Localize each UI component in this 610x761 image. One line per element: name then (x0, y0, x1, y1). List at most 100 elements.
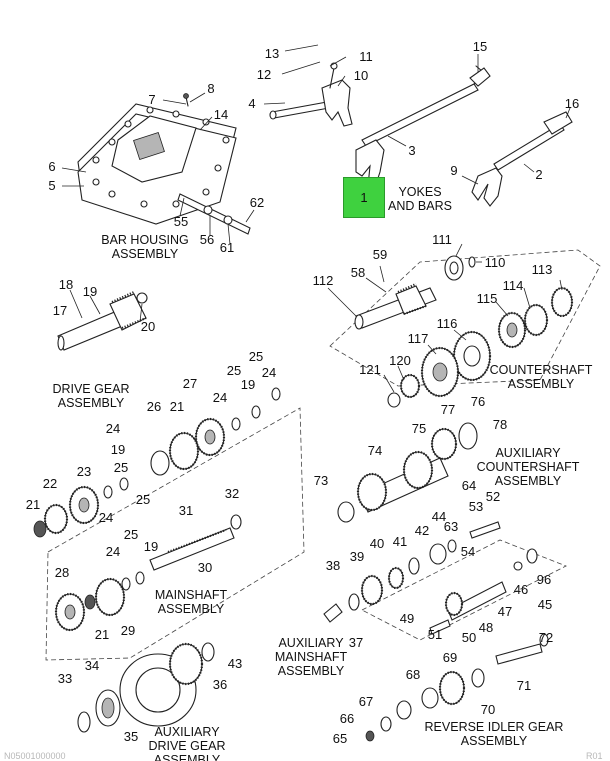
callout-36[interactable]: 36 (212, 677, 228, 692)
callout-37[interactable]: 37 (348, 635, 364, 650)
callout-115[interactable]: 115 (476, 291, 498, 306)
callout-46[interactable]: 46 (513, 582, 529, 597)
callout-69[interactable]: 69 (442, 650, 458, 665)
callout-25a[interactable]: 25 (248, 349, 264, 364)
callout-11[interactable]: 11 (359, 49, 373, 64)
callout-43[interactable]: 43 (227, 656, 243, 671)
callout-2[interactable]: 2 (535, 167, 543, 182)
callout-28[interactable]: 28 (54, 565, 70, 580)
callout-25c[interactable]: 25 (113, 460, 129, 475)
callout-77[interactable]: 77 (440, 402, 456, 417)
callout-54[interactable]: 54 (460, 544, 476, 559)
callout-117[interactable]: 117 (407, 331, 429, 346)
callout-71[interactable]: 71 (516, 678, 532, 693)
callout-66[interactable]: 66 (339, 711, 355, 726)
callout-19c[interactable]: 19 (110, 442, 126, 457)
callout-78[interactable]: 78 (492, 417, 508, 432)
callout-16[interactable]: 16 (564, 96, 580, 111)
callout-39[interactable]: 39 (349, 549, 365, 564)
callout-120[interactable]: 120 (389, 353, 411, 368)
callout-14[interactable]: 14 (213, 107, 229, 122)
callout-52[interactable]: 52 (485, 489, 501, 504)
callout-67[interactable]: 67 (358, 694, 374, 709)
callout-111[interactable]: 111 (432, 232, 452, 247)
callout-18[interactable]: 18 (58, 277, 74, 292)
callout-96[interactable]: 96 (536, 572, 552, 587)
callout-19d[interactable]: 19 (143, 539, 159, 554)
callout-35[interactable]: 35 (123, 729, 139, 744)
callout-20[interactable]: 20 (140, 319, 156, 334)
callout-44[interactable]: 44 (431, 509, 447, 524)
callout-58[interactable]: 58 (350, 265, 366, 280)
callout-50[interactable]: 50 (461, 630, 477, 645)
callout-6[interactable]: 6 (48, 159, 56, 174)
callout-9[interactable]: 9 (450, 163, 458, 178)
callout-48[interactable]: 48 (478, 620, 494, 635)
callout-41[interactable]: 41 (392, 534, 408, 549)
callout-25b[interactable]: 25 (226, 363, 242, 378)
callout-53[interactable]: 53 (468, 499, 484, 514)
callout-49[interactable]: 49 (399, 611, 415, 626)
callout-33[interactable]: 33 (57, 671, 73, 686)
callout-55[interactable]: 55 (173, 214, 189, 229)
callout-34[interactable]: 34 (84, 658, 100, 673)
callout-74[interactable]: 74 (367, 443, 383, 458)
callout-8[interactable]: 8 (207, 81, 215, 96)
callout-112[interactable]: 112 (312, 273, 334, 288)
callout-23[interactable]: 23 (76, 464, 92, 479)
callout-30[interactable]: 30 (197, 560, 213, 575)
callout-31[interactable]: 31 (178, 503, 194, 518)
callout-22[interactable]: 22 (42, 476, 58, 491)
callout-19[interactable]: 19 (82, 284, 98, 299)
callout-116[interactable]: 116 (436, 316, 458, 331)
callout-121[interactable]: 121 (359, 362, 381, 377)
callout-110[interactable]: 110 (484, 255, 506, 270)
callout-21b[interactable]: 21 (25, 497, 41, 512)
callout-63[interactable]: 63 (443, 519, 459, 534)
callout-72[interactable]: 72 (538, 630, 554, 645)
callout-12[interactable]: 12 (256, 67, 272, 82)
callout-113[interactable]: 113 (531, 262, 553, 277)
callout-64[interactable]: 64 (461, 478, 477, 493)
callout-25d[interactable]: 25 (135, 492, 151, 507)
callout-40[interactable]: 40 (369, 536, 385, 551)
callout-21a[interactable]: 21 (169, 399, 185, 414)
callout-42[interactable]: 42 (414, 523, 430, 538)
callout-38[interactable]: 38 (325, 558, 341, 573)
callout-25e[interactable]: 25 (123, 527, 139, 542)
callout-24b[interactable]: 24 (212, 390, 228, 405)
callout-24d[interactable]: 24 (98, 510, 114, 525)
callout-21c[interactable]: 21 (94, 627, 110, 642)
callout-76[interactable]: 76 (470, 394, 486, 409)
callout-13[interactable]: 13 (264, 46, 280, 61)
callout-73[interactable]: 73 (313, 473, 329, 488)
callout-15[interactable]: 15 (472, 39, 488, 54)
callout-47[interactable]: 47 (497, 604, 513, 619)
callout-68[interactable]: 68 (405, 667, 421, 682)
callout-61[interactable]: 61 (219, 240, 235, 255)
callout-32[interactable]: 32 (224, 486, 240, 501)
callout-62[interactable]: 62 (249, 195, 265, 210)
callout-5[interactable]: 5 (48, 178, 56, 193)
callout-24e[interactable]: 24 (105, 544, 121, 559)
callout-3[interactable]: 3 (408, 143, 416, 158)
callout-17[interactable]: 17 (52, 303, 68, 318)
callout-24a[interactable]: 24 (261, 365, 277, 380)
callout-114[interactable]: 114 (502, 278, 524, 293)
callout-51[interactable]: 51 (427, 627, 443, 642)
callout-29[interactable]: 29 (120, 623, 136, 638)
callout-26[interactable]: 26 (146, 399, 162, 414)
callout-7[interactable]: 7 (148, 92, 156, 107)
callout-56[interactable]: 56 (199, 232, 215, 247)
callout-65[interactable]: 65 (332, 731, 348, 746)
callout-19b[interactable]: 19 (240, 377, 256, 392)
callout-24c[interactable]: 24 (105, 421, 121, 436)
callout-75[interactable]: 75 (411, 421, 427, 436)
callout-4[interactable]: 4 (248, 96, 256, 111)
callout-70[interactable]: 70 (480, 702, 496, 717)
callout-59[interactable]: 59 (372, 247, 388, 262)
callout-27[interactable]: 27 (182, 376, 198, 391)
callout-10[interactable]: 10 (353, 68, 369, 83)
callout-45[interactable]: 45 (537, 597, 553, 612)
highlight-part-1[interactable]: 1 (343, 177, 385, 218)
